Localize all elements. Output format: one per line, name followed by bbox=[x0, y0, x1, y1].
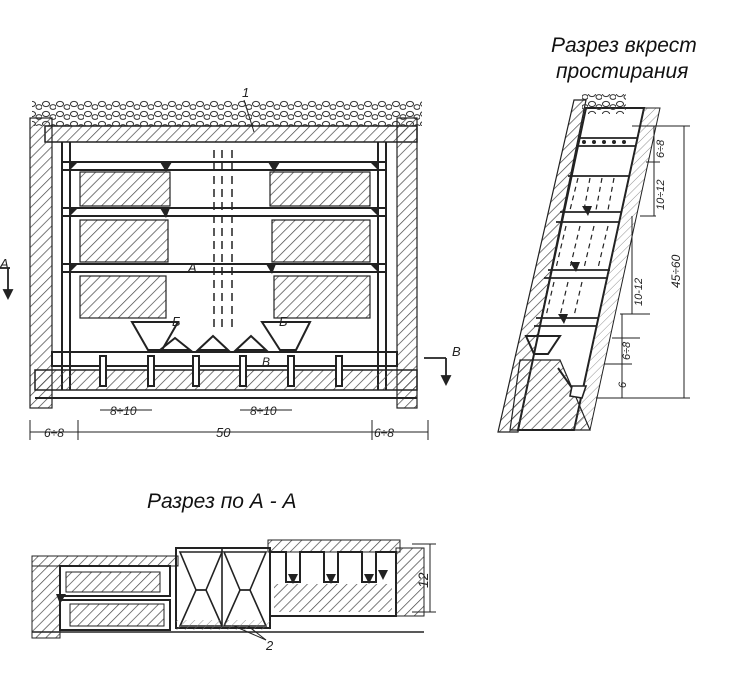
label-1: 1 bbox=[242, 85, 249, 100]
aa-dim-height: 12 bbox=[415, 572, 431, 588]
cross-dimensions bbox=[596, 125, 690, 399]
haulage-pillar bbox=[34, 369, 418, 391]
aa-leader-2b bbox=[247, 625, 267, 641]
aa-right-ore bbox=[274, 584, 392, 612]
label-v-lower: В bbox=[262, 355, 270, 369]
cross-sublevels bbox=[534, 137, 638, 327]
aa-lower-ore bbox=[69, 603, 165, 627]
dim-left: 6÷8 bbox=[44, 426, 64, 440]
cross-haulage-drift bbox=[569, 385, 588, 399]
caption-cross-section-line1: Разрез вкрест bbox=[551, 34, 697, 57]
cross-dim-upper: 10÷12 bbox=[655, 179, 667, 210]
central-raise bbox=[170, 150, 270, 330]
main-dimensions bbox=[29, 409, 429, 440]
dim-total: 50 bbox=[216, 425, 231, 440]
ore-block-right-2 bbox=[271, 219, 371, 263]
aa-label-2: 2 bbox=[265, 638, 274, 653]
right-wall-rock bbox=[396, 117, 418, 409]
aa-lower-drift bbox=[59, 599, 171, 631]
label-a-right: А bbox=[187, 260, 197, 275]
cross-section-view: 6÷8 10÷12 45÷60 10-12 6÷8 6 bbox=[497, 94, 690, 433]
ore-chutes bbox=[99, 355, 343, 387]
cross-dim-total: 45÷60 bbox=[669, 254, 683, 288]
cross-dim-top: 6÷8 bbox=[655, 139, 667, 158]
aa-top-rock-left bbox=[31, 555, 179, 567]
broken-ore-top bbox=[32, 100, 422, 126]
draw-funnels bbox=[130, 321, 312, 351]
undercut-level bbox=[51, 351, 398, 367]
aa-funnel-frame bbox=[175, 547, 271, 629]
label-v-right: В bbox=[452, 344, 461, 359]
caption-section-aa: Разрез по А - А bbox=[147, 490, 297, 513]
aa-top-rock-right bbox=[267, 539, 401, 553]
section-aa-view: 12 2 bbox=[31, 539, 436, 653]
aa-right-markers bbox=[288, 570, 388, 584]
left-wall-rock bbox=[29, 117, 53, 409]
drift-markers bbox=[70, 162, 378, 274]
ore-block-left-1 bbox=[79, 171, 171, 207]
label-a-left: А bbox=[0, 256, 9, 271]
ore-block-right-1 bbox=[269, 171, 371, 207]
hanging-wall bbox=[573, 107, 661, 431]
cross-dim-lower: 6÷8 bbox=[621, 341, 633, 360]
main-view: 1 А А Б Б В В 6÷8 50 6÷8 8÷10 8÷10 bbox=[0, 85, 461, 440]
cross-funnel bbox=[524, 335, 562, 355]
ore-block-right-3 bbox=[273, 275, 371, 319]
leader-line-1 bbox=[243, 99, 255, 133]
dim-spacing-right: 8÷10 bbox=[250, 404, 277, 418]
dim-right: 6÷8 bbox=[374, 426, 394, 440]
cross-dim-bottom: 6 bbox=[617, 381, 629, 388]
ore-block-left-2 bbox=[79, 219, 169, 263]
aa-dimension bbox=[412, 543, 436, 613]
aa-funnel-bottom bbox=[176, 620, 270, 630]
label-b-right: Б bbox=[279, 314, 288, 329]
cross-bottom-rock bbox=[509, 359, 591, 431]
aa-marker-left bbox=[56, 594, 66, 604]
aa-leader-2a bbox=[233, 625, 267, 641]
upper-pillar-band bbox=[44, 125, 418, 143]
cross-markers bbox=[558, 206, 592, 324]
cross-dots bbox=[582, 140, 626, 144]
ore-block-left-3 bbox=[79, 275, 167, 319]
aa-upper-drift bbox=[59, 565, 171, 597]
cross-drill-holes bbox=[545, 177, 615, 317]
aa-funnels bbox=[178, 548, 268, 628]
dim-spacing-left: 8÷10 bbox=[110, 404, 137, 418]
caption-cross-section-line2: простирания bbox=[556, 60, 689, 83]
label-b-left: Б bbox=[172, 314, 181, 329]
aa-upper-ore bbox=[65, 571, 161, 593]
section-markers bbox=[0, 267, 452, 387]
cross-rubble bbox=[582, 94, 626, 114]
cross-dim-middle: 10-12 bbox=[633, 278, 645, 306]
aa-left-rock bbox=[31, 565, 61, 639]
aa-right-rock bbox=[395, 547, 425, 617]
